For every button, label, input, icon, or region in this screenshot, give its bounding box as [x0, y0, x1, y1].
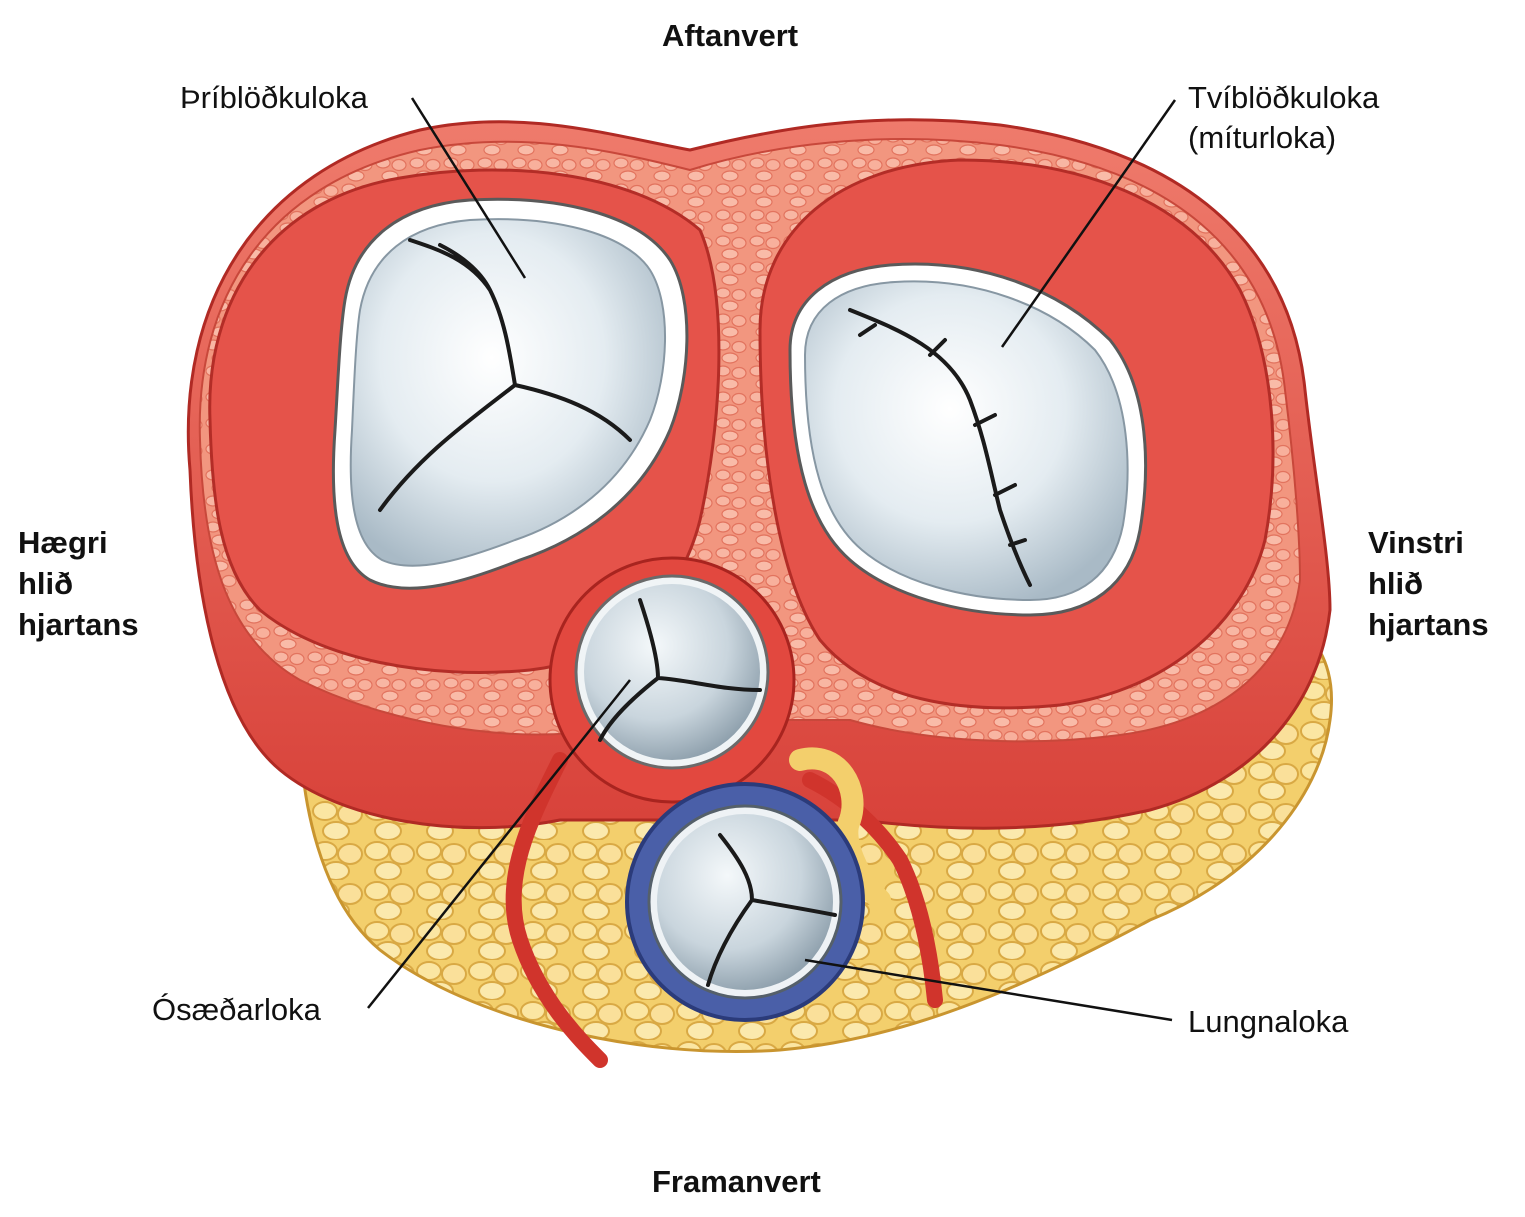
- label-tricuspid-valve: Þríblöðkuloka: [180, 80, 368, 115]
- leader-lines: [367, 97, 1177, 1022]
- label-pulmonary-valve: Lungnaloka: [1188, 1004, 1349, 1039]
- leader-aortic: [367, 679, 631, 1009]
- label-mitral-valve: Tvíblöðkuloka: [1188, 80, 1380, 115]
- leader-pulmonary: [804, 958, 1173, 1022]
- pulmonary-commissures: [706, 833, 837, 987]
- orientation-bottom: Framanvert: [652, 1164, 821, 1199]
- leader-mitral: [1000, 99, 1177, 348]
- label-mitral-valve-alt: (míturloka): [1188, 120, 1337, 155]
- aortic-valve: [584, 584, 760, 760]
- aortic-commissures: [598, 598, 762, 742]
- pulmonary-valve: [657, 814, 833, 990]
- orientation-top: Aftanvert: [662, 18, 799, 53]
- leader-tricuspid: [410, 97, 527, 279]
- orientation-right: Vinstri hlið hjartans: [1368, 525, 1489, 642]
- orientation-left: Hægri hlið hjartans: [18, 525, 139, 642]
- mitral-valve: [803, 280, 1129, 602]
- label-aortic-valve: Ósæðarloka: [152, 992, 321, 1027]
- coronary-artery-right: [505, 752, 608, 1068]
- mitral-commissure: [848, 308, 1032, 587]
- tricuspid-commissures: [378, 238, 632, 512]
